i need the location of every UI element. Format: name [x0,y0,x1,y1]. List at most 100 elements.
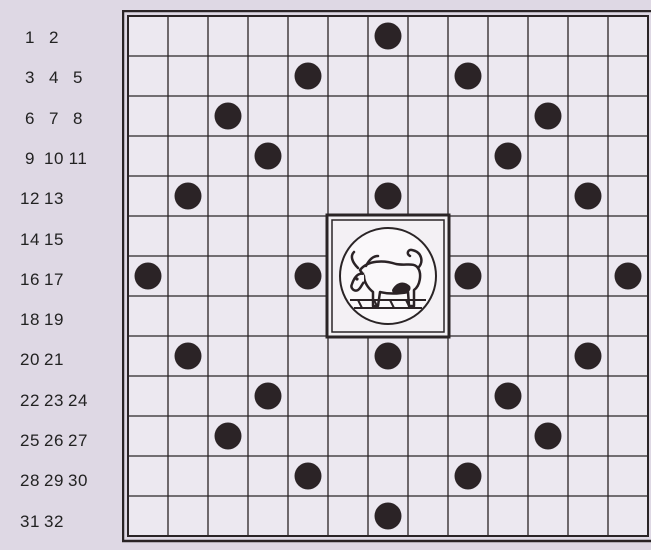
board-square[interactable] [568,256,608,296]
board-square[interactable] [408,56,448,96]
game-piece[interactable] [135,263,162,290]
board-square[interactable] [168,496,208,536]
board-square[interactable] [608,376,648,416]
board-square[interactable] [608,136,648,176]
board-square[interactable] [408,376,448,416]
board-square[interactable] [288,416,328,456]
board-square[interactable] [488,456,528,496]
board-square[interactable] [608,336,648,376]
board-square[interactable] [328,56,368,96]
board-square[interactable] [128,496,168,536]
board-square[interactable] [248,456,288,496]
board-square[interactable] [248,496,288,536]
board-square[interactable] [408,496,448,536]
board-square[interactable] [168,296,208,336]
board-square[interactable] [288,296,328,336]
board-square[interactable] [568,56,608,96]
board-square[interactable] [528,496,568,536]
board-square[interactable] [488,96,528,136]
board-square[interactable] [448,136,488,176]
board-square[interactable] [488,256,528,296]
board-square[interactable] [208,16,248,56]
board-square[interactable] [568,376,608,416]
board-square[interactable] [528,56,568,96]
board-square[interactable] [128,96,168,136]
board-square[interactable] [528,456,568,496]
board-square[interactable] [368,376,408,416]
board-square[interactable] [408,136,448,176]
game-piece[interactable] [495,383,522,410]
board-square[interactable] [288,496,328,536]
board-square[interactable] [168,416,208,456]
game-piece[interactable] [535,103,562,130]
game-piece[interactable] [375,343,402,370]
board-square[interactable] [248,296,288,336]
game-piece[interactable] [295,263,322,290]
board-square[interactable] [328,96,368,136]
board-square[interactable] [128,296,168,336]
board-square[interactable] [408,416,448,456]
board-square[interactable] [488,336,528,376]
board-square[interactable] [368,416,408,456]
board-square[interactable] [448,296,488,336]
board-square[interactable] [288,16,328,56]
board-square[interactable] [368,56,408,96]
game-piece[interactable] [375,23,402,50]
board-square[interactable] [168,136,208,176]
board-square[interactable] [408,96,448,136]
board-square[interactable] [328,176,368,216]
game-piece[interactable] [455,263,482,290]
board-square[interactable] [488,16,528,56]
board-square[interactable] [608,96,648,136]
board-square[interactable] [248,56,288,96]
board-square[interactable] [408,16,448,56]
board-square[interactable] [568,216,608,256]
board-square[interactable] [248,416,288,456]
board-square[interactable] [408,176,448,216]
game-piece[interactable] [175,183,202,210]
board-square[interactable] [568,96,608,136]
game-piece[interactable] [575,343,602,370]
game-piece[interactable] [255,383,282,410]
game-piece[interactable] [215,423,242,450]
board-square[interactable] [608,176,648,216]
board-square[interactable] [408,456,448,496]
board-square[interactable] [488,56,528,96]
board-square[interactable] [248,336,288,376]
board-square[interactable] [128,136,168,176]
board-square[interactable] [128,216,168,256]
board-square[interactable] [448,336,488,376]
game-piece[interactable] [375,183,402,210]
board-square[interactable] [608,416,648,456]
board-square[interactable] [168,216,208,256]
board-square[interactable] [608,56,648,96]
board-square[interactable] [568,16,608,56]
game-piece[interactable] [495,143,522,170]
game-piece[interactable] [295,63,322,90]
game-piece[interactable] [455,463,482,490]
game-piece[interactable] [375,503,402,530]
board-square[interactable] [288,336,328,376]
board-square[interactable] [448,416,488,456]
board-square[interactable] [448,16,488,56]
board-square[interactable] [168,56,208,96]
game-piece[interactable] [455,63,482,90]
board-square[interactable] [128,16,168,56]
game-piece[interactable] [215,103,242,130]
board-square[interactable] [208,56,248,96]
board-square[interactable] [328,496,368,536]
board-square[interactable] [368,136,408,176]
game-piece[interactable] [175,343,202,370]
board-square[interactable] [528,296,568,336]
board-square[interactable] [448,376,488,416]
board-square[interactable] [608,456,648,496]
board-square[interactable] [328,376,368,416]
board-square[interactable] [568,496,608,536]
board-square[interactable] [608,296,648,336]
board-square[interactable] [408,336,448,376]
board-square[interactable] [128,376,168,416]
game-piece[interactable] [575,183,602,210]
board-square[interactable] [168,96,208,136]
board-square[interactable] [528,176,568,216]
game-piece[interactable] [615,263,642,290]
